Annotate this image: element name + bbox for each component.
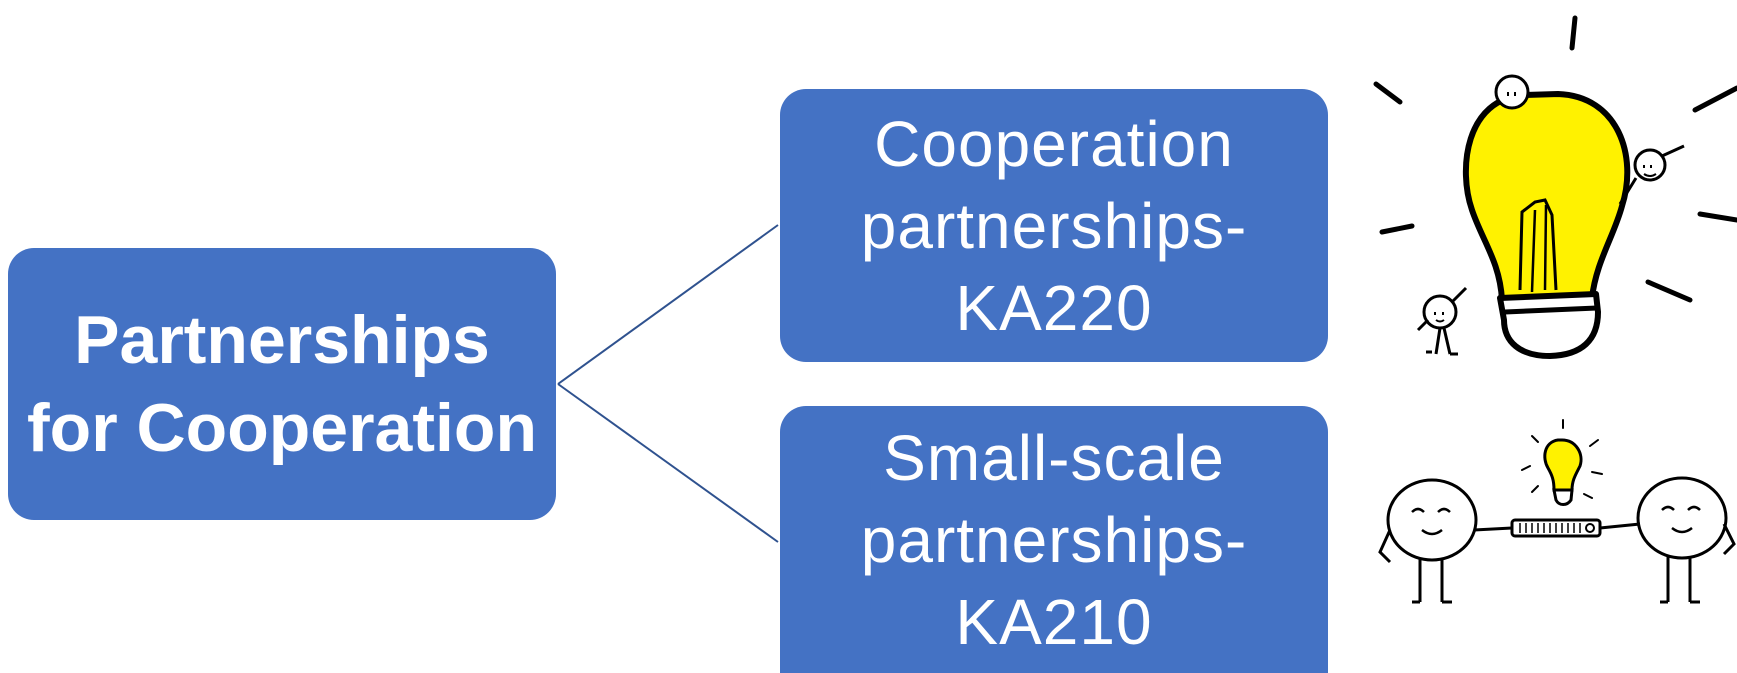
lightbulb-with-stick-figures-icon (1373, 15, 1737, 359)
child-node-ka210-label: Small-scale partnerships- KA210 (860, 421, 1248, 658)
root-node-label: Partnerships for Cooperation (27, 302, 537, 466)
child-node-ka220-box: Cooperation partnerships- KA220 (780, 89, 1328, 362)
connector-root-to-ka210 (557, 383, 779, 543)
connector-root-to-ka220 (557, 224, 779, 385)
root-node-box: Partnerships for Cooperation (8, 248, 556, 520)
two-people-sharing-idea-icon (1378, 419, 1736, 604)
child-node-ka210-box: Small-scale partnerships- KA210 (780, 406, 1328, 673)
child-node-ka220-label: Cooperation partnerships- KA220 (860, 107, 1248, 344)
